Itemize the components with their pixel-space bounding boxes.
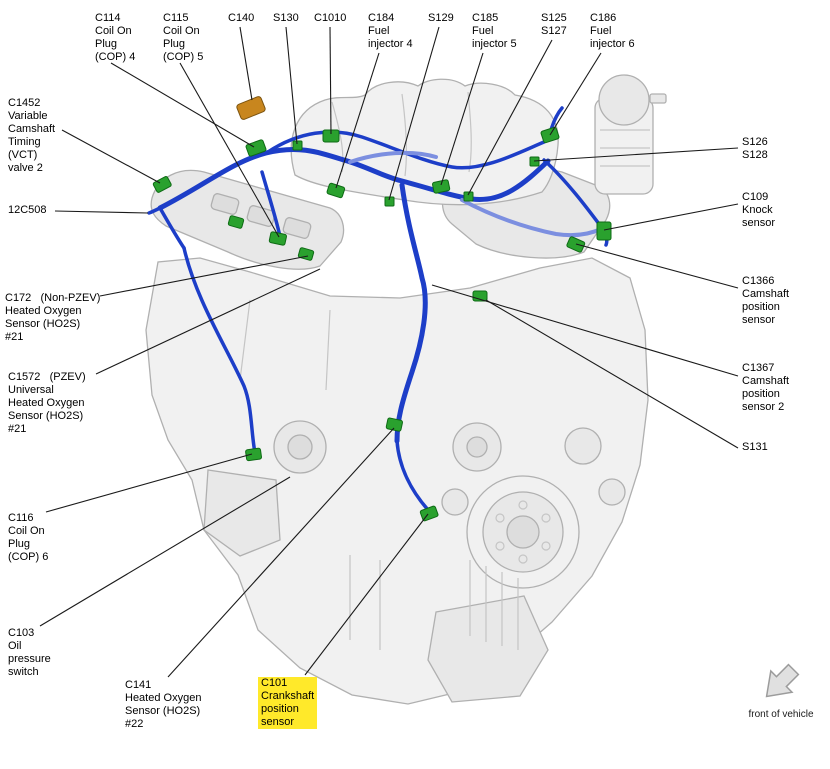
harness-segment <box>147 206 162 215</box>
wiring-harness <box>147 106 609 513</box>
connector-c185 <box>432 179 451 194</box>
block-ribs <box>239 299 519 650</box>
engine-block <box>145 257 649 705</box>
leader-c1010 <box>329 26 332 135</box>
leader-c101 <box>304 513 429 676</box>
leader-s129 <box>388 26 440 201</box>
callout-c140: C140 <box>228 12 255 24</box>
front-of-vehicle-indicator: front of vehicle <box>733 662 829 720</box>
leader-c184 <box>335 52 380 189</box>
harness-segment <box>394 182 428 444</box>
throttle-body <box>594 74 667 195</box>
callout-s125-s127: S125 S127 <box>541 12 567 37</box>
callout-c109: C109 Knock sensor <box>742 191 776 229</box>
connector-c140 <box>236 96 266 120</box>
harness-segment <box>395 439 431 513</box>
connector-c115 <box>268 231 287 246</box>
leader-c1572 <box>95 268 321 375</box>
callout-c184: C184 Fuel injector 4 <box>368 12 413 50</box>
leader-12c508 <box>54 210 149 214</box>
callout-c101-highlighted: C101 Crankshaft position sensor <box>258 677 318 729</box>
harness-segment <box>460 198 603 238</box>
callout-c103: C103 Oil pressure switch <box>8 627 51 678</box>
connector-c101 <box>419 505 439 522</box>
leader-s125 <box>467 39 553 196</box>
leader-c172 <box>99 255 309 297</box>
callout-c116: C116 Coil On Plug (COP) 6 <box>8 512 49 563</box>
callout-c1572: C1572 (PZEV) Universal Heated Oxygen Sen… <box>8 371 86 435</box>
harness-segment <box>158 206 186 250</box>
callout-c185: C185 Fuel injector 5 <box>472 12 517 50</box>
leader-c1367 <box>431 284 739 377</box>
connector-c1452 <box>152 176 172 193</box>
engine-body <box>145 74 667 705</box>
connector-c184 <box>326 182 346 199</box>
front-of-vehicle-label: front of vehicle <box>748 709 814 720</box>
intake-manifold <box>290 78 559 206</box>
crank-pulley <box>466 475 580 589</box>
front-of-vehicle-arrow-icon <box>765 663 800 698</box>
leader-c114 <box>110 62 255 148</box>
harness-segment <box>182 246 257 455</box>
callout-12c508: 12C508 <box>8 204 47 216</box>
harness-segment <box>157 146 551 211</box>
callout-c1452: C1452 Variable Camshaft Timing (VCT) val… <box>8 97 56 174</box>
callout-c1010: C1010 <box>314 12 347 24</box>
leader-c109 <box>603 203 739 231</box>
leader-c141 <box>167 427 395 678</box>
callout-c1366: C1366 Camshaft position sensor <box>742 275 790 326</box>
callout-s129: S129 <box>428 12 454 24</box>
callout-c114: C114 Coil On Plug (COP) 4 <box>95 12 136 63</box>
accessory-pulleys <box>273 420 626 516</box>
connector-cover <box>227 215 245 229</box>
engine-mount-bracket <box>427 595 549 703</box>
callout-c172: C172 (Non-PZEV) Heated Oxygen Sensor (HO… <box>5 292 101 343</box>
connector-c141 <box>385 417 403 432</box>
leader-c1452 <box>61 129 161 184</box>
callout-s130: S130 <box>273 12 299 24</box>
splice-s125-s127 <box>463 191 474 202</box>
leader-c1366 <box>575 243 739 289</box>
callout-s131: S131 <box>742 441 768 453</box>
leader-c103 <box>39 476 291 627</box>
connector-c109 <box>596 221 612 241</box>
harness-segment <box>348 150 438 164</box>
leader-s130 <box>285 26 298 145</box>
callout-c1367: C1367 Camshaft position sensor 2 <box>742 362 790 413</box>
connector-c1366 <box>566 236 586 253</box>
callout-c186: C186 Fuel injector 6 <box>590 12 635 50</box>
callout-s126-s128: S126 S128 <box>742 136 768 161</box>
leader-c186 <box>549 52 602 136</box>
leader-c116 <box>45 453 253 513</box>
coil-towers <box>210 193 312 239</box>
leader-c185 <box>440 52 484 186</box>
callout-c115: C115 Coil On Plug (COP) 5 <box>163 12 204 63</box>
leader-lines <box>39 26 739 678</box>
connector-c114 <box>245 139 267 157</box>
splice-s130 <box>292 140 303 151</box>
leader-c140 <box>239 26 253 101</box>
connector-c116 <box>245 447 262 462</box>
leader-s131 <box>485 299 739 449</box>
leader-s126 <box>533 147 739 162</box>
callout-c141: C141 Heated Oxygen Sensor (HO2S) #22 <box>125 679 202 730</box>
leader-c115 <box>179 62 280 238</box>
left-lower-bracket <box>203 469 281 557</box>
